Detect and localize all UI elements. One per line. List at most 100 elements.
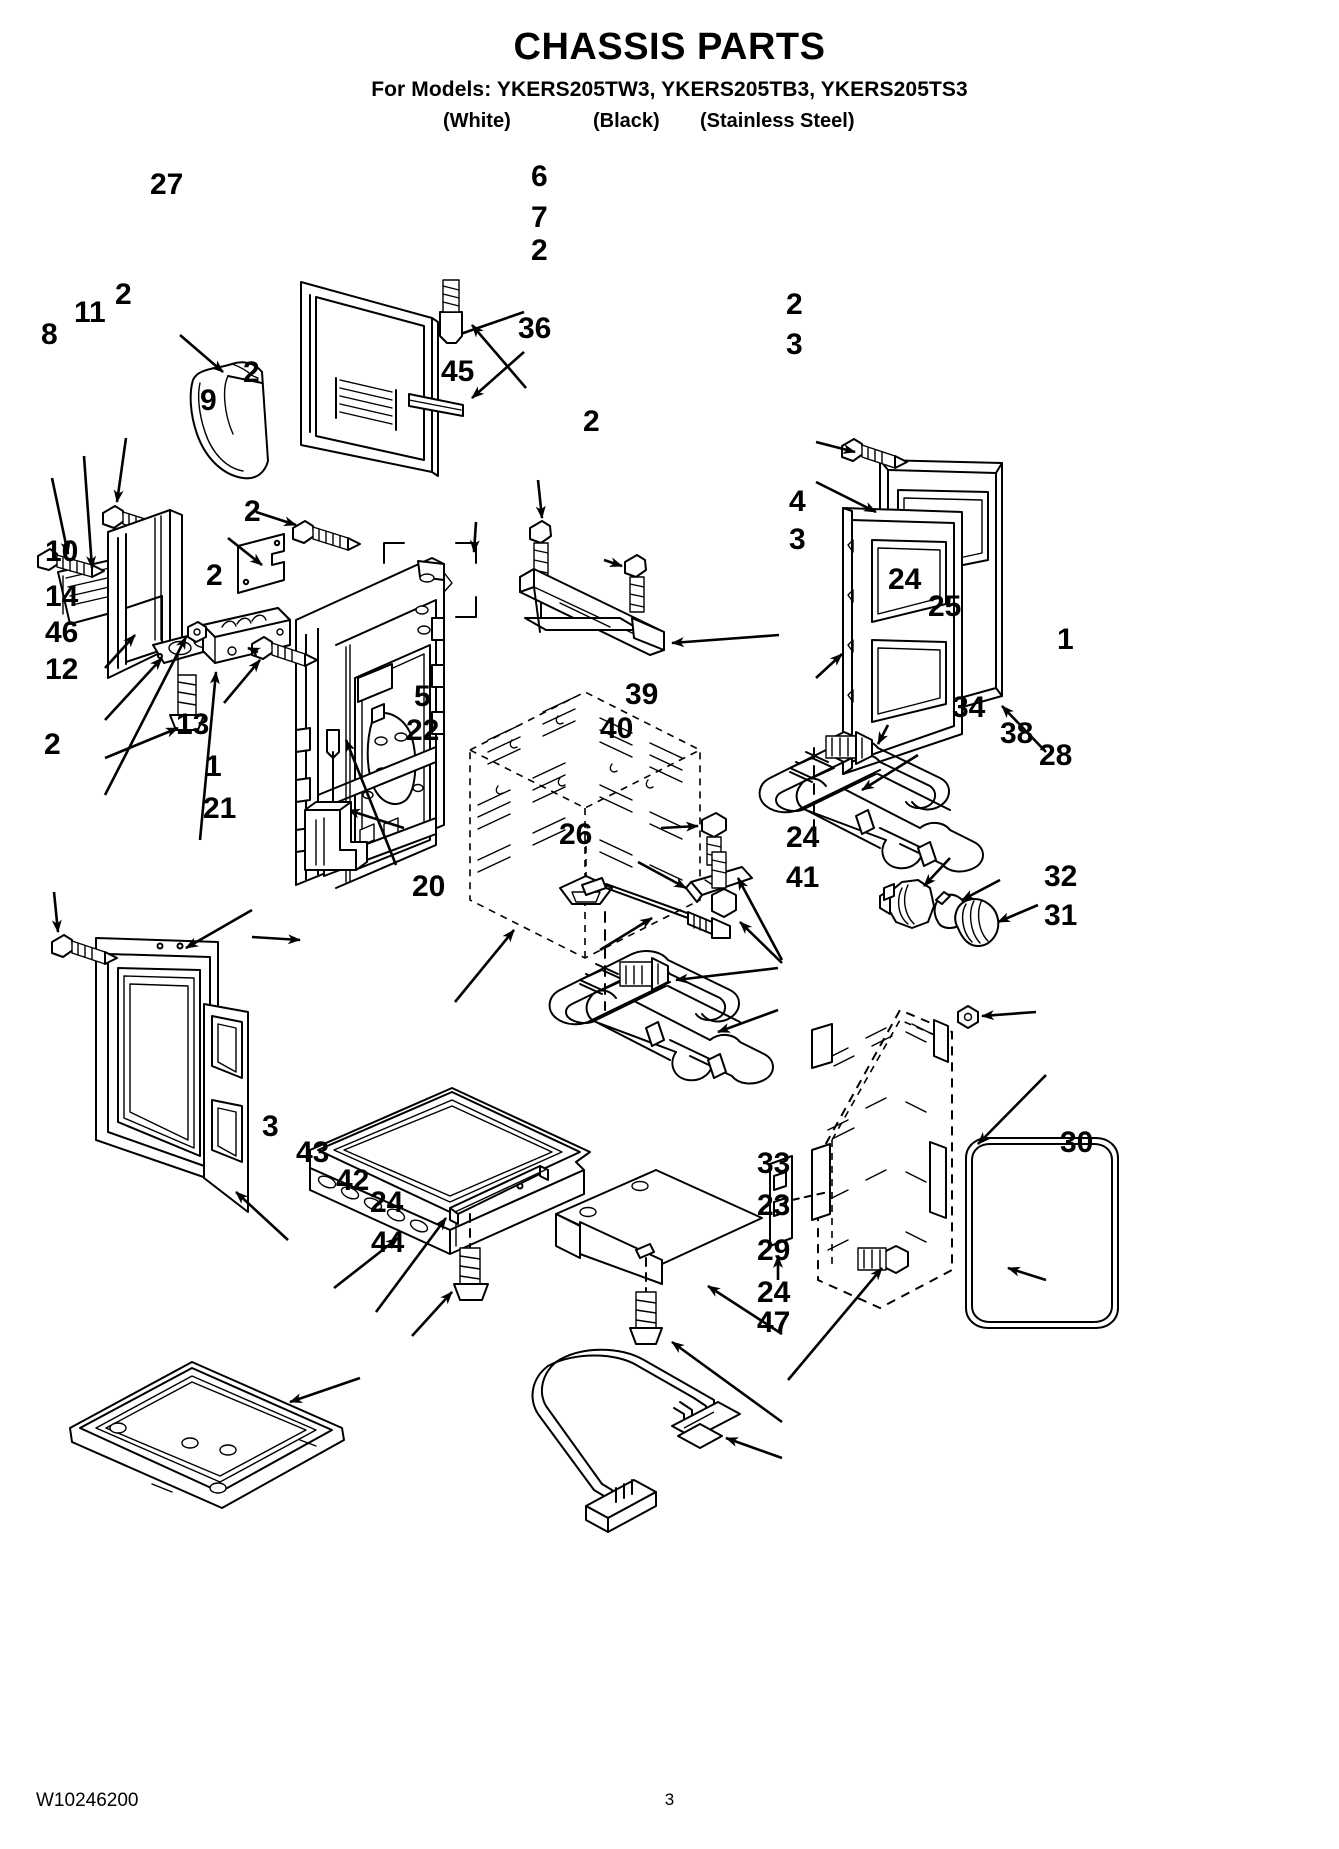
- part-46-screw: [169, 654, 205, 731]
- leader-3-b: [815, 653, 843, 679]
- callout-2-c: 2: [243, 356, 260, 389]
- callout-2-e: 2: [786, 288, 803, 321]
- leader-10: [104, 634, 136, 669]
- leader-20: [453, 929, 516, 1003]
- part-12-nut: [187, 621, 207, 643]
- callout-30: 30: [1060, 1126, 1094, 1159]
- callout-33: 33: [757, 1147, 791, 1180]
- callout-41: 41: [786, 861, 820, 894]
- panel-louvers: [335, 377, 397, 431]
- callout-21: 21: [203, 792, 237, 825]
- leader-4: [671, 633, 780, 648]
- part-2-screw-f: [624, 554, 647, 613]
- finish-label-stainless: (Stainless Steel): [700, 109, 855, 132]
- leader-24-b2: [736, 877, 784, 961]
- leader-24-e: [671, 1340, 783, 1424]
- callout-1-a: 1: [1057, 623, 1074, 656]
- callout-24-b: 24: [786, 821, 820, 854]
- part-2-screw-h: [51, 934, 118, 965]
- part-32-nut: [957, 1005, 979, 1029]
- callout-29: 29: [757, 1234, 791, 1267]
- leader-2-b: [113, 437, 128, 503]
- document-number: W10246200: [36, 1790, 139, 1811]
- leader-29: [787, 1267, 883, 1381]
- callout-2-d: 2: [583, 405, 600, 438]
- leader-5: [347, 808, 405, 830]
- leader-7: [471, 351, 525, 399]
- leader-22: [344, 739, 398, 866]
- callout-34: 34: [952, 691, 986, 724]
- callout-23: 23: [757, 1189, 791, 1222]
- leader-46: [104, 726, 179, 760]
- callout-9: 9: [200, 384, 217, 417]
- part-41-broil-element: [548, 950, 774, 1085]
- part-21-leg-bracket: [304, 801, 368, 871]
- leader-12: [103, 636, 188, 796]
- leader-8: [50, 477, 71, 555]
- callout-1-b: 1: [205, 750, 222, 783]
- part-26-temp-sensor: [581, 877, 731, 939]
- part-3-door-panel-lower: [203, 1003, 249, 1213]
- part-11-screw: [37, 548, 105, 578]
- leader-3-c: [235, 1191, 289, 1241]
- leader-14: [104, 657, 163, 721]
- leader-41: [717, 1008, 779, 1034]
- callout-24-d: 24: [757, 1276, 791, 1309]
- leader-11: [82, 455, 97, 569]
- callout-32: 32: [1044, 860, 1078, 893]
- part-29-screw: [857, 1245, 909, 1274]
- callout-42: 42: [336, 1164, 370, 1197]
- callout-47: 47: [757, 1306, 791, 1339]
- callout-46: 46: [45, 616, 79, 649]
- part-24-screw-e: [629, 1257, 663, 1345]
- callout-40: 40: [600, 712, 634, 745]
- part-4-support-rail: [519, 568, 665, 656]
- leader-2-f: [603, 557, 623, 568]
- part-7-bracket: [408, 393, 464, 417]
- leader-34: [923, 857, 951, 887]
- callout-2-g: 2: [244, 495, 261, 528]
- callout-38: 38: [1000, 717, 1034, 750]
- finish-label-black: (Black): [593, 109, 660, 132]
- part-3-door-inner-panel: [842, 507, 963, 775]
- leader-9: [227, 536, 263, 567]
- leader-24-a: [876, 724, 890, 745]
- leader-1-a: [1001, 705, 1047, 753]
- leader-2-a: [471, 324, 527, 389]
- exploded-view-drawing: .ln { fill:none; stroke:#000; stroke-wid…: [0, 140, 1339, 1760]
- leader-27: [179, 334, 224, 373]
- callout-2-f: 2: [206, 559, 223, 592]
- page-number: 3: [664, 1790, 675, 1809]
- part-33-switch-bracket: [769, 1155, 829, 1247]
- leader-25: [861, 753, 919, 792]
- leader-13: [198, 671, 220, 841]
- leader-24-d: [411, 1291, 453, 1337]
- page-header: CHASSIS PARTS For Models: YKERS205TW3, Y…: [0, 0, 1339, 136]
- leader-30: [1007, 1266, 1047, 1282]
- leader-32: [981, 1010, 1037, 1021]
- leader-26: [599, 916, 653, 952]
- leader-2-g: [815, 440, 856, 454]
- leader-2-d: [247, 646, 261, 658]
- part-24-screw-d: [453, 1213, 489, 1301]
- page-title: CHASSIS PARTS: [513, 26, 826, 68]
- callout-5: 5: [414, 680, 431, 713]
- leader-40: [637, 860, 687, 890]
- part-6-rear-panel: [300, 281, 439, 477]
- leader-24-b1: [739, 921, 783, 964]
- leader-38: [961, 878, 1001, 902]
- part-25-bake-element: [758, 738, 984, 873]
- leader-2-c: [255, 510, 297, 527]
- callout-31: 31: [1044, 899, 1078, 932]
- leader-43: [333, 1236, 399, 1290]
- callout-3-a: 3: [786, 328, 803, 361]
- leader-36: [535, 479, 546, 519]
- part-1-door-front: [95, 937, 219, 1183]
- part-2-screw-c: [292, 520, 361, 551]
- callout-22: 22: [406, 714, 440, 747]
- callout-4: 4: [789, 485, 806, 518]
- part-24-screw-b: [711, 851, 737, 918]
- callout-6: 6: [531, 160, 548, 193]
- leader-42: [374, 1217, 448, 1313]
- leader-23: [707, 1284, 783, 1336]
